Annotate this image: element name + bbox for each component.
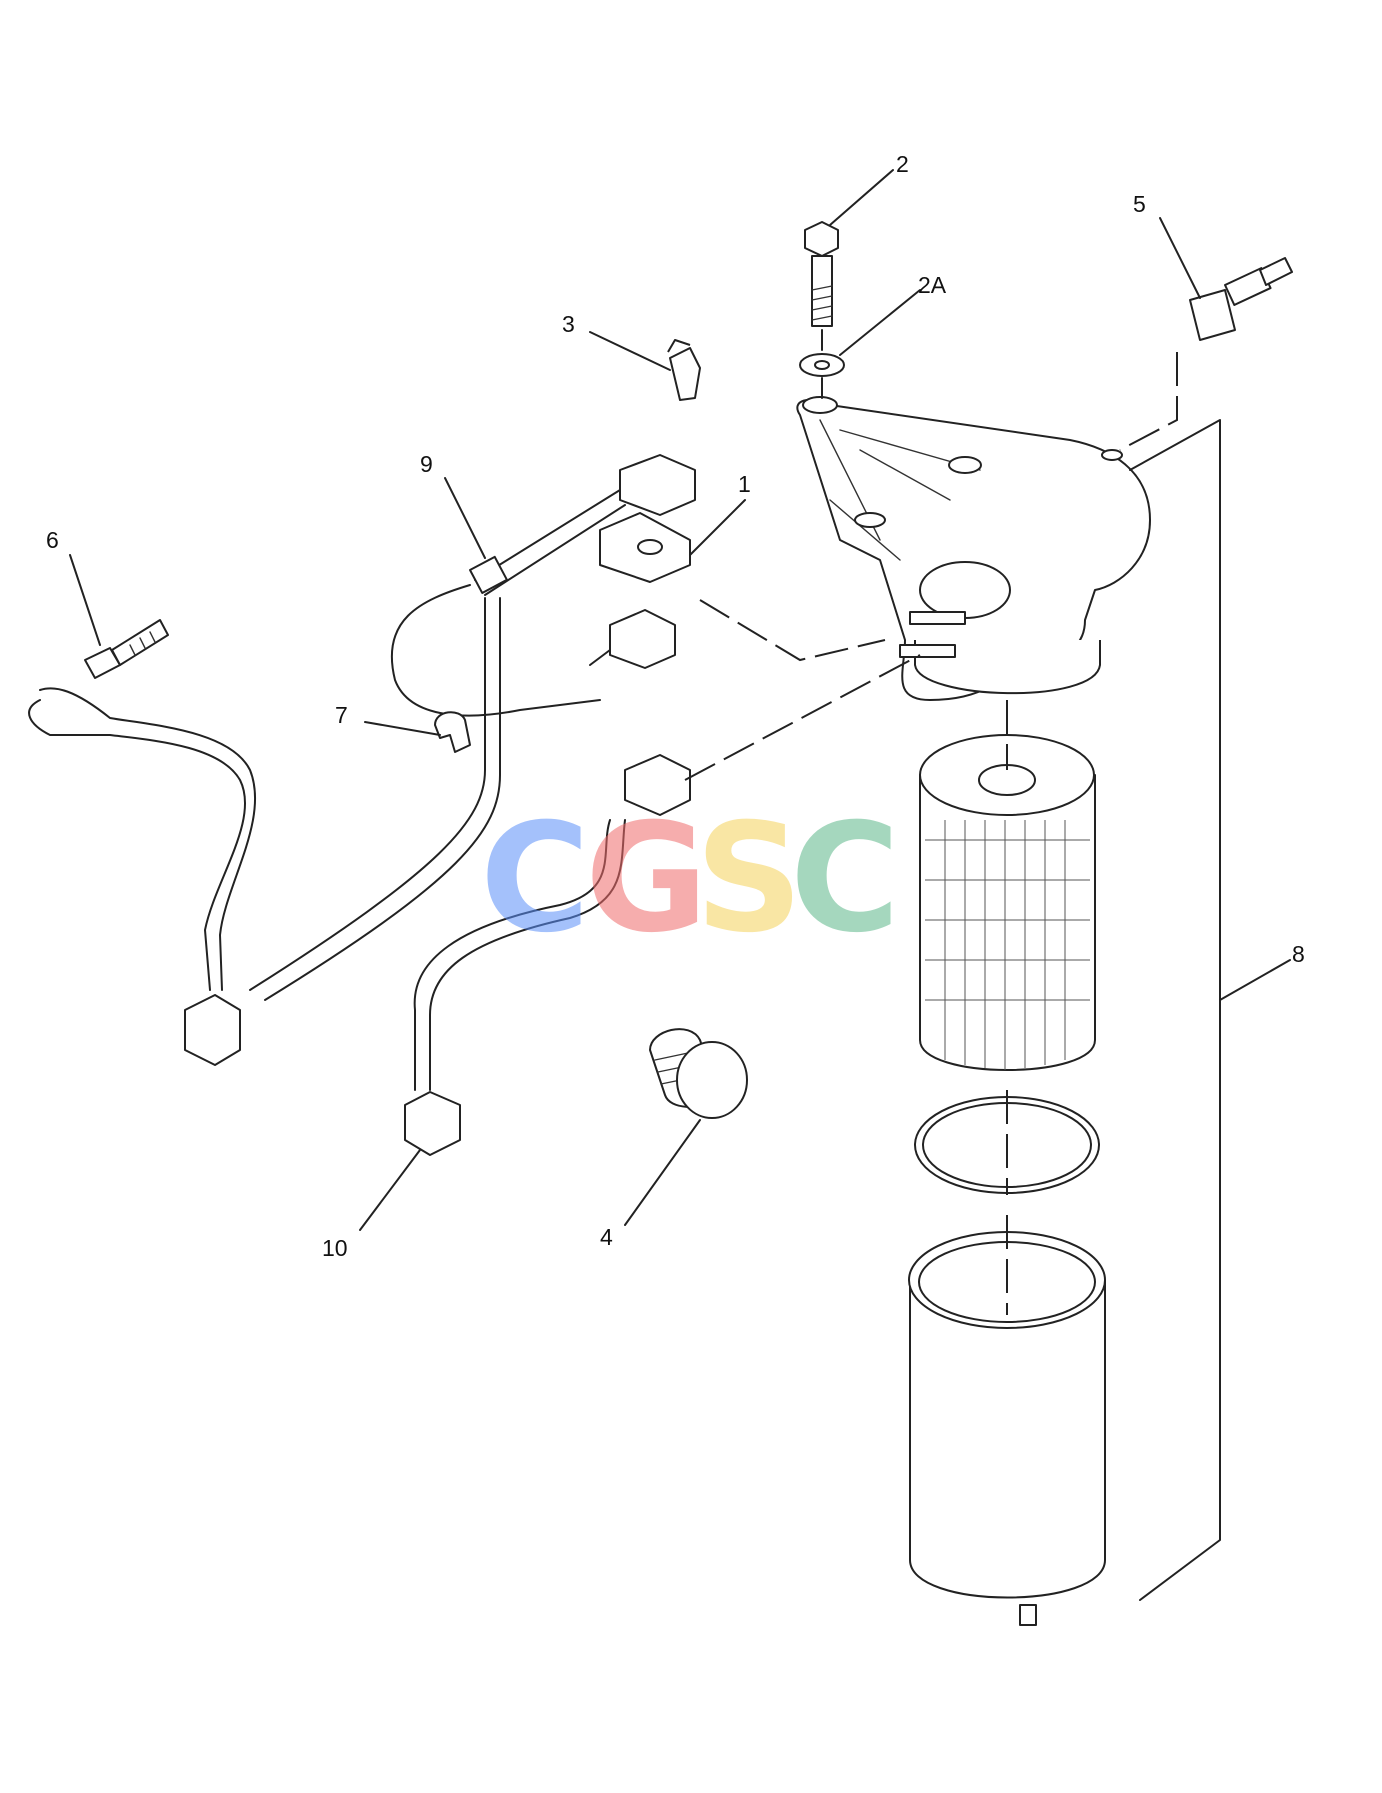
hose-left xyxy=(28,687,256,1066)
callout-2: 2 xyxy=(896,151,909,177)
callout-2a: 2A xyxy=(918,272,947,298)
assembly-bracket-line xyxy=(1129,419,1221,1601)
leader-lines xyxy=(69,169,1291,1231)
watermark-letter-2: G xyxy=(585,792,708,966)
bracket xyxy=(599,512,691,583)
watermark-letter-1: C xyxy=(480,792,590,966)
callout-7: 7 xyxy=(335,702,348,728)
hose-clip xyxy=(434,711,471,753)
filter-base xyxy=(796,396,1151,701)
callout-8: 8 xyxy=(1292,941,1305,967)
watermark-letter-3: S xyxy=(695,792,803,966)
plug xyxy=(649,1028,748,1119)
hose-assembly-upper xyxy=(249,454,696,1001)
callout-1: 1 xyxy=(738,471,751,497)
callout-9: 9 xyxy=(420,451,433,477)
watermark-letter-4: C xyxy=(790,792,900,966)
watermark-logo: C G S C xyxy=(480,792,900,966)
hose-lower xyxy=(404,754,691,1156)
connector-mid xyxy=(589,609,676,669)
callout-5: 5 xyxy=(1133,191,1146,217)
clip xyxy=(667,339,701,401)
callout-6: 6 xyxy=(46,527,59,553)
callout-10: 10 xyxy=(322,1235,348,1261)
fitting-elbow xyxy=(1189,257,1293,341)
bolt xyxy=(804,221,839,327)
filter-element xyxy=(919,734,1096,1071)
callout-3: 3 xyxy=(562,311,575,337)
callout-4: 4 xyxy=(600,1224,613,1250)
callout-labels: 2 2A 3 5 1 9 6 7 8 10 4 xyxy=(46,151,1305,1261)
washer xyxy=(799,353,845,377)
tube-fitting xyxy=(84,619,169,679)
